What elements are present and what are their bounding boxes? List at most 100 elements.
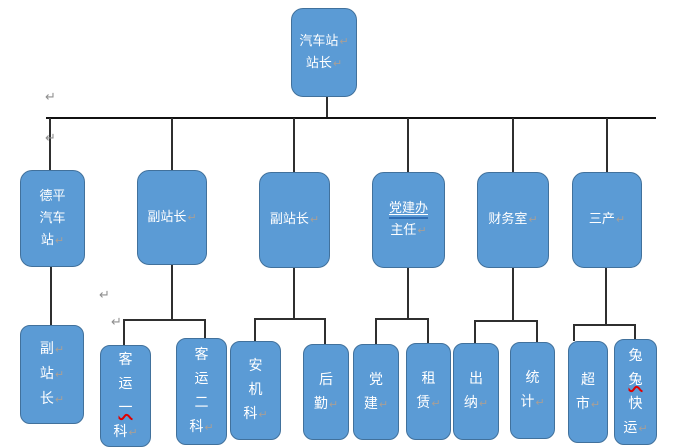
box-line-text: 汽车	[39, 210, 66, 226]
box-line-text: 兔	[628, 371, 643, 388]
connector-line	[204, 319, 206, 338]
connector-line	[634, 324, 636, 339]
org-box-statistics[interactable]: 统 计↵	[510, 342, 555, 439]
org-box-passenger-dept-1[interactable]: 客 运 一 科↵	[100, 345, 151, 447]
box-line-text: 科	[113, 423, 128, 440]
box-line-text: 长	[39, 391, 54, 407]
box-line-text: 客	[118, 351, 133, 368]
box-line-text: 租	[421, 371, 436, 387]
connector-line	[324, 318, 326, 344]
connector-line	[512, 118, 514, 172]
paragraph-mark: ↵	[615, 213, 626, 226]
org-box-supermarket[interactable]: 超 市↵	[568, 341, 608, 443]
paragraph-mark: ↵	[99, 288, 110, 303]
box-line-text: 副站长	[269, 212, 309, 227]
box-line-text: 副站长	[147, 209, 187, 225]
org-box-party-building[interactable]: 党 建↵	[353, 344, 399, 440]
box-line-text: 党建办	[388, 201, 428, 219]
org-box-tertiary-industry[interactable]: 三产↵	[572, 172, 642, 268]
paragraph-mark: ↵	[54, 233, 65, 247]
org-box-safety-machinery-dept[interactable]: 安 机 科↵	[230, 341, 281, 440]
box-line-text: 主任	[390, 223, 417, 238]
connector-line	[407, 118, 409, 172]
paragraph-mark: ↵	[54, 393, 65, 406]
box-line-text: 站	[40, 232, 54, 248]
box-line-text: 党	[369, 371, 383, 388]
connector-line	[606, 118, 608, 172]
paragraph-mark: ↵	[638, 421, 648, 435]
paragraph-mark: ↵	[328, 397, 339, 411]
box-line-text: 二	[194, 395, 209, 411]
paragraph-mark: ↵	[54, 343, 65, 356]
box-line-text: 运	[623, 419, 638, 436]
box-line-text: 建	[363, 395, 378, 412]
box-line-text: 市	[575, 395, 590, 412]
box-line-text: 财务室	[488, 212, 528, 227]
org-box-finance-office[interactable]: 财务室↵	[477, 172, 549, 268]
box-line-text: 机	[248, 382, 263, 398]
org-box-deputy-manager-3[interactable]: 副↵ 站↵ 长↵	[20, 325, 84, 424]
paragraph-mark: ↵	[45, 131, 56, 146]
box-line-text: 站长	[305, 55, 332, 71]
paragraph-mark: ↵	[332, 56, 343, 70]
connector-line	[407, 268, 409, 320]
paragraph-mark: ↵	[378, 397, 389, 411]
connector-line	[171, 118, 173, 170]
connector-line	[605, 268, 607, 326]
box-line-text: 科	[189, 419, 204, 435]
org-box-deputy-manager-1[interactable]: 副站长↵	[137, 170, 207, 265]
box-line-text: 出	[469, 371, 483, 387]
box-line-text: 勤	[313, 395, 328, 412]
connector-line	[536, 320, 538, 342]
box-line-text: 一	[118, 399, 133, 416]
box-line-text: 赁	[416, 395, 431, 411]
paragraph-mark: ↵	[187, 210, 197, 224]
paragraph-mark: ↵	[45, 90, 56, 105]
org-box-deputy-manager-2[interactable]: 副站长↵	[259, 172, 330, 268]
paragraph-mark: ↵	[204, 421, 214, 434]
box-line-text: 汽车站	[299, 33, 339, 49]
paragraph-mark: ↵	[417, 224, 427, 237]
connector-line	[326, 97, 328, 118]
box-line-text: 客	[194, 347, 209, 363]
org-box-station-master[interactable]: 汽车站↵ 站长↵	[291, 8, 357, 97]
connector-line	[573, 324, 636, 326]
connector-line	[427, 318, 429, 343]
org-box-logistics[interactable]: 后 勤↵	[303, 344, 349, 440]
connector-line	[49, 118, 51, 170]
connector-line	[123, 319, 206, 321]
connector-line	[123, 319, 125, 345]
paragraph-mark: ↵	[431, 397, 441, 410]
connector-line	[293, 268, 295, 320]
org-box-cashier[interactable]: 出 纳↵	[453, 343, 499, 440]
box-line-text: 安	[248, 358, 263, 374]
paragraph-mark: ↵	[528, 213, 538, 226]
box-line-text: 超	[581, 371, 595, 388]
paragraph-mark: ↵	[339, 34, 349, 48]
org-box-tutu-express[interactable]: 兔 兔 快 运↵	[614, 339, 657, 445]
box-line-text: 运	[194, 371, 209, 387]
box-line-text: 运	[118, 375, 133, 392]
paragraph-mark: ↵	[54, 368, 65, 381]
connector-line	[293, 118, 295, 172]
paragraph-mark: ↵	[111, 315, 122, 330]
connector-line	[573, 324, 575, 341]
box-line-text: 兔	[628, 347, 643, 364]
box-line-text: 副	[39, 341, 54, 357]
org-box-leasing[interactable]: 租 赁↵	[406, 343, 451, 440]
connector-line	[512, 268, 514, 322]
org-box-party-office-director[interactable]: 党建办 主任↵	[372, 172, 445, 268]
org-box-passenger-dept-2[interactable]: 客 运 二 科↵	[176, 338, 227, 445]
connector-line	[474, 320, 476, 343]
box-line-text: 后	[319, 371, 333, 388]
org-box-deping-station[interactable]: 德平 汽车 站↵	[20, 170, 85, 267]
box-line-text: 计	[520, 394, 535, 410]
connector-line	[254, 318, 326, 320]
connector-line	[254, 318, 256, 341]
connector-line	[474, 320, 538, 322]
connector-line	[375, 318, 377, 344]
box-line-text: 站	[39, 366, 54, 382]
connector-line	[171, 265, 173, 321]
connector-line	[375, 318, 429, 320]
